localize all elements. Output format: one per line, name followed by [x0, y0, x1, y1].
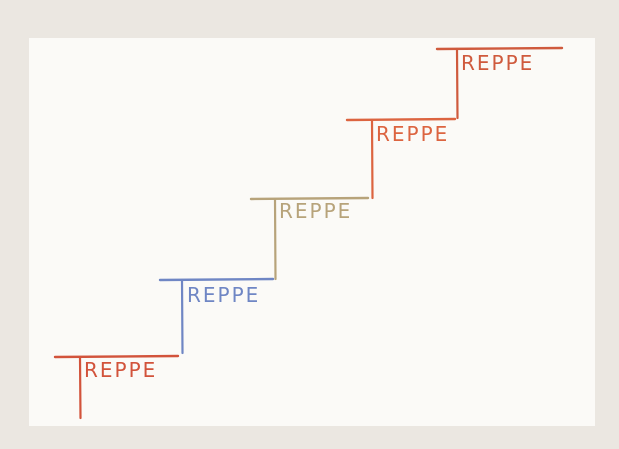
stair-riser-5 — [455, 47, 459, 120]
step-word-3: REPPE — [279, 199, 352, 223]
stair-step-1: REPPE — [53, 354, 180, 420]
step-word-4: REPPE — [376, 122, 449, 146]
stair-tread-1 — [53, 354, 180, 359]
step-word-1: REPPE — [84, 358, 157, 382]
stair-step-4: REPPE — [345, 117, 457, 200]
stair-riser-4 — [370, 118, 374, 200]
stair-riser-3 — [273, 197, 277, 281]
stair-tread-5 — [435, 46, 564, 51]
stair-riser-1 — [78, 355, 82, 420]
stair-step-3: REPPE — [249, 196, 370, 281]
stair-tread-3 — [249, 196, 370, 201]
step-word-2: REPPE — [187, 283, 260, 307]
step-word-5: REPPE — [461, 51, 534, 75]
stair-step-5: REPPE — [435, 46, 564, 120]
stair-riser-2 — [180, 278, 184, 355]
stair-step-2: REPPE — [158, 277, 275, 355]
stair-tread-4 — [345, 117, 457, 122]
stair-tread-2 — [158, 277, 275, 282]
paper-sheet — [29, 38, 595, 426]
